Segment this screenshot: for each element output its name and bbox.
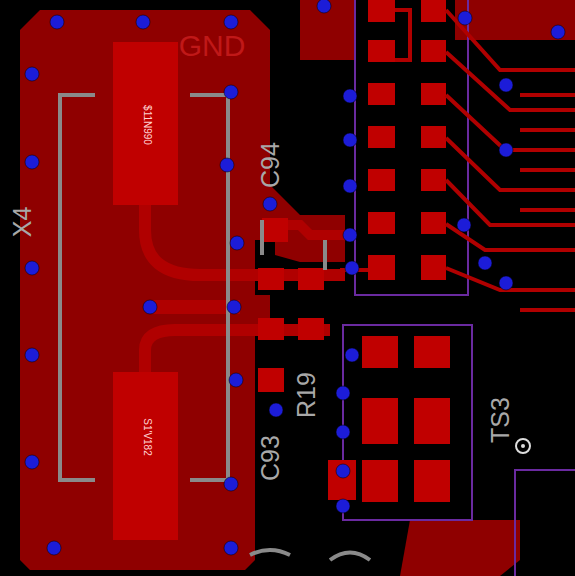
- smd-pad: [328, 336, 450, 502]
- copper-pour: [20, 10, 345, 570]
- copper-trace: [145, 205, 345, 372]
- component-outline: [343, 325, 472, 520]
- pad-marking: S1'V182: [142, 418, 152, 456]
- copper-pour: [400, 520, 520, 576]
- net-label: GND: [179, 31, 246, 61]
- through-hole: [516, 439, 530, 453]
- silkscreen-outline: [60, 95, 370, 560]
- component-outline: [515, 470, 575, 576]
- via: [25, 0, 565, 555]
- part-designator: X4: [10, 207, 35, 238]
- part-designator: C93: [258, 435, 283, 481]
- copper-trace: [340, 10, 575, 310]
- smd-pad: [258, 218, 324, 392]
- part-designator: R19: [294, 372, 319, 418]
- part-designator: C94: [258, 142, 283, 188]
- through-hole: [521, 444, 525, 448]
- ic-outline: [355, 0, 468, 295]
- ic-pad: [368, 0, 446, 280]
- part-designator: TS3: [488, 397, 513, 443]
- crystal-pad: [113, 42, 178, 205]
- crystal-pad: [113, 372, 178, 540]
- pad-marking: $11N990: [142, 105, 152, 145]
